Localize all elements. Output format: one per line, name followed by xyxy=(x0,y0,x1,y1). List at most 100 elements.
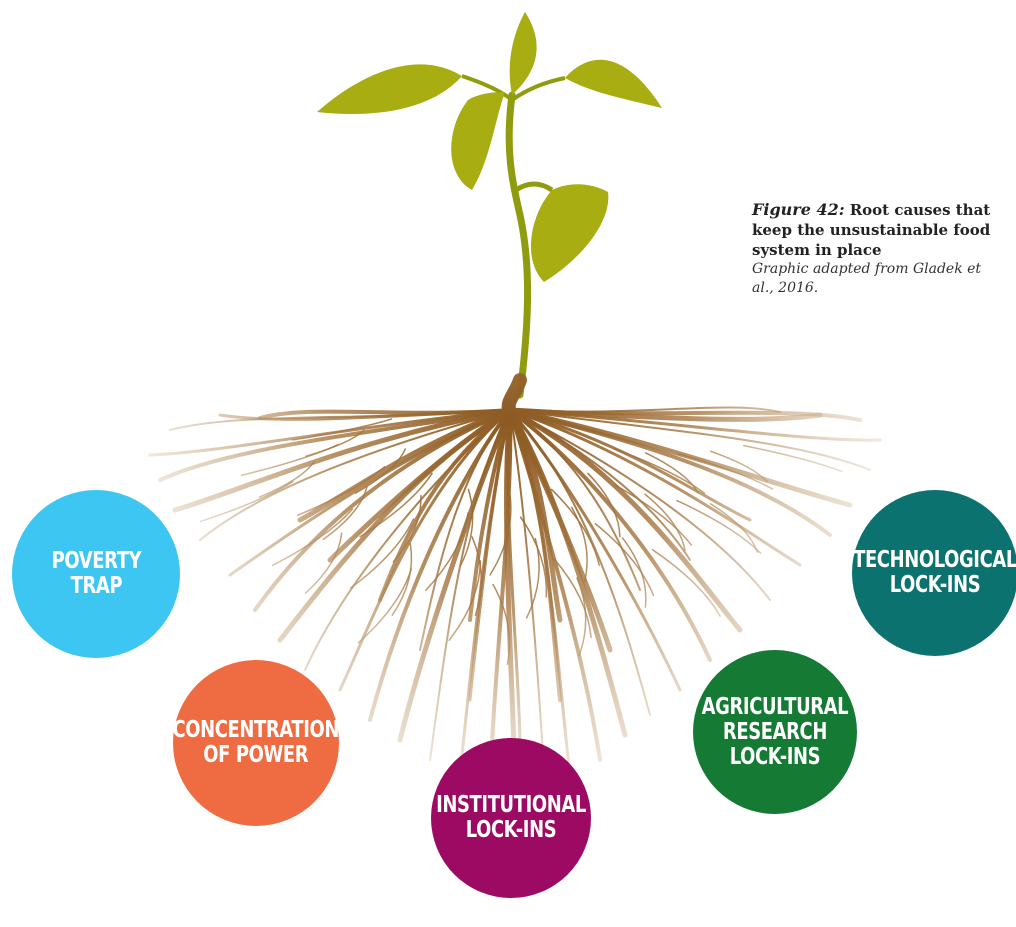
root-strand xyxy=(357,568,412,644)
root-strand xyxy=(489,494,512,576)
leaf xyxy=(317,64,462,115)
root-strand xyxy=(508,408,682,692)
root-strand xyxy=(391,542,413,616)
root-strand xyxy=(199,480,294,523)
root-strand xyxy=(258,408,512,420)
root-strand xyxy=(508,408,562,702)
root-strand xyxy=(509,409,871,471)
root-strand xyxy=(392,494,422,563)
root-strand xyxy=(429,409,511,761)
root-strand xyxy=(419,409,511,651)
root-strand xyxy=(304,532,343,594)
root-strand xyxy=(468,408,512,622)
root-strand xyxy=(743,444,843,473)
root-strand xyxy=(507,407,823,422)
root-strand xyxy=(651,549,721,617)
root-strand xyxy=(525,537,540,619)
root-strand xyxy=(644,452,699,494)
root-strand xyxy=(297,407,513,523)
root-strand xyxy=(508,408,602,762)
root-strand xyxy=(199,409,511,541)
root-strand xyxy=(644,493,686,552)
root-strand xyxy=(468,408,512,702)
root-strand xyxy=(148,408,512,457)
leaf-stalk xyxy=(514,181,554,193)
figure-title: Root causes that keep the unsustainable … xyxy=(752,201,991,259)
root-strand xyxy=(253,408,512,612)
root-strand xyxy=(322,486,368,541)
root-strand xyxy=(425,512,469,592)
bubble-label-line: OF POWER xyxy=(203,742,309,768)
bubble-label-line: LOCK-INS xyxy=(889,572,981,598)
bubble-label-line: TRAP xyxy=(70,573,122,599)
figure-source: Graphic adapted from Gladek et al., 2016… xyxy=(752,261,982,296)
root-strand xyxy=(492,583,511,666)
root-strand xyxy=(677,452,774,490)
root-strand xyxy=(327,407,513,563)
root-strand xyxy=(507,407,743,633)
root-strand xyxy=(397,407,513,743)
leaf xyxy=(565,59,662,108)
bubble-label-line: TECHNOLOGICAL xyxy=(853,547,1016,573)
root-strand xyxy=(509,406,781,413)
root-strand xyxy=(519,516,548,598)
root-strand xyxy=(509,409,641,591)
leaf xyxy=(530,184,609,282)
root-strand xyxy=(614,484,693,546)
root-strand xyxy=(576,577,587,656)
root-strand xyxy=(354,448,407,494)
root-strand xyxy=(240,443,339,477)
root-strand xyxy=(258,461,315,498)
root-strand xyxy=(509,409,546,791)
root-strand xyxy=(471,536,482,617)
bubble-label-line: POVERTY xyxy=(51,548,141,574)
leaf-stalk xyxy=(510,76,566,102)
root-strand xyxy=(570,506,588,583)
root-strand xyxy=(509,409,771,601)
root-strand xyxy=(359,472,433,538)
root-strand xyxy=(507,407,563,623)
figure-label: Figure 42: xyxy=(752,200,845,219)
root-strand xyxy=(291,418,393,441)
root-strand xyxy=(553,558,592,639)
root-strand xyxy=(271,508,354,567)
bubble-label-line: LOCK-INS xyxy=(465,817,557,843)
root-strand xyxy=(508,408,802,567)
root-strand xyxy=(172,407,513,513)
root-strand xyxy=(613,448,706,494)
root-strand xyxy=(501,373,527,419)
leaf xyxy=(509,12,537,95)
root-strand xyxy=(338,408,512,692)
root-strand xyxy=(506,408,522,742)
bubble-label-line: CONCENTRATION xyxy=(172,717,340,743)
root-strand xyxy=(158,408,512,482)
bubble-label-line: LOCK-INS xyxy=(729,743,821,770)
root-strand xyxy=(460,488,474,566)
root-strand xyxy=(594,523,655,597)
figure-caption: Figure 42: Root causes that keep the uns… xyxy=(752,200,1002,298)
root-strand xyxy=(448,560,482,641)
root-strand xyxy=(509,409,691,561)
leaf-stalk xyxy=(461,74,514,102)
root-strand xyxy=(349,518,415,589)
plant-stem xyxy=(505,91,532,399)
root-strand xyxy=(587,472,621,538)
root-strand xyxy=(550,488,600,566)
leaf xyxy=(451,92,505,190)
root-strand xyxy=(488,408,513,792)
root-strand xyxy=(508,408,752,522)
root-strand xyxy=(709,503,759,554)
root-strand xyxy=(378,408,512,602)
roots xyxy=(148,373,882,798)
